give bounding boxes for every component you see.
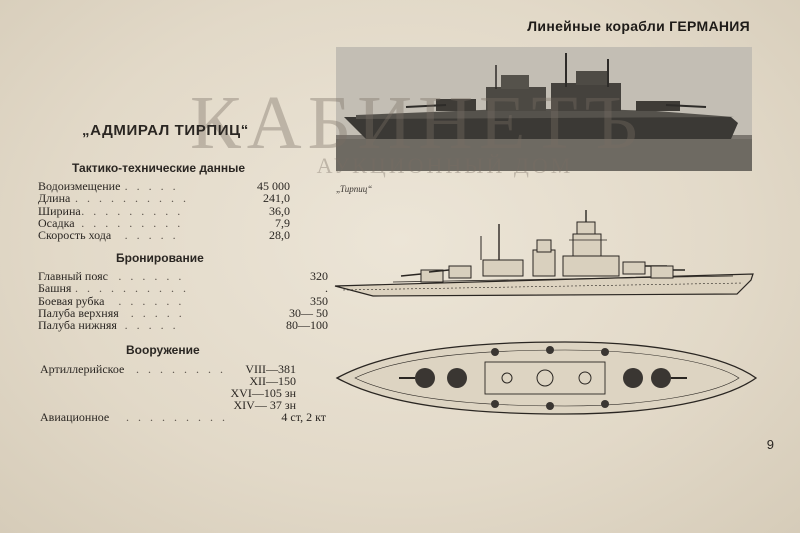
ship-photo xyxy=(336,47,752,171)
armor-label: Главный пояс xyxy=(38,269,108,283)
aviation-value: 4 ст, 2 кт xyxy=(281,410,326,424)
spec-value: 36,0 xyxy=(269,203,290,218)
spec-label: Длина xyxy=(38,191,71,206)
armor-value: . xyxy=(325,281,328,296)
armor-value: 30— 50 xyxy=(289,305,328,320)
ship-side-profile-drawing xyxy=(333,210,758,307)
armor-value: 320 xyxy=(310,269,328,283)
spec-label: Осадка xyxy=(38,215,75,230)
dot-leader: . . . . . xyxy=(124,318,179,333)
dot-leader: . . . . . xyxy=(124,179,179,193)
dot-leader: . . . . . xyxy=(130,305,185,320)
spec-label: Водоизмещение xyxy=(38,179,121,193)
armament-heading: Вооружение xyxy=(126,343,200,357)
specs-heading: Тактико-технические данные xyxy=(72,161,246,175)
spec-value: 7,9 xyxy=(275,215,290,230)
armor-label: Палуба нижняя xyxy=(38,318,117,333)
artillery-value: XII—150 xyxy=(249,374,296,388)
spec-value: 241,0 xyxy=(263,191,290,206)
armor-value: 350 xyxy=(310,293,328,308)
spec-value: 45 000 xyxy=(257,179,290,193)
dot-leader: . . . . . . . . . . xyxy=(75,281,189,296)
artillery-value: VIII—381 xyxy=(245,362,296,376)
armor-heading: Бронирование xyxy=(116,251,204,265)
page-number: 9 xyxy=(766,437,774,452)
artillery-value: XVI—105 зн xyxy=(230,386,297,400)
dot-leader: . . . . . . . . . xyxy=(81,215,184,230)
artillery-label: Артиллерийское xyxy=(40,362,125,376)
dot-leader: . . . . . . . . . xyxy=(81,203,184,218)
ship-title: „АДМИРАЛ ТИРПИЦ“ xyxy=(82,122,249,139)
photo-caption: „Тирпиц“ xyxy=(336,184,373,194)
spec-label: Ширина xyxy=(38,203,81,218)
dot-leader: . . . . . . . . . . xyxy=(75,191,189,206)
dot-leader: . . . . . . xyxy=(118,269,185,283)
spec-label: Скорость хода xyxy=(38,228,112,243)
artillery-value: XIV— 37 зн xyxy=(233,398,297,412)
armor-label: Палуба верхняя xyxy=(38,305,119,320)
armor-value: 80—100 xyxy=(286,318,328,333)
page-header: Линейные корабли ГЕРМАНИЯ xyxy=(527,18,750,34)
aviation-label: Авиационное xyxy=(40,410,110,424)
armor-label: Боевая рубка xyxy=(38,293,105,308)
armor-label: Башня xyxy=(38,281,72,296)
dot-leader: . . . . . . xyxy=(118,293,185,308)
ship-plan-view-drawing xyxy=(335,338,760,423)
spec-value: 28,0 xyxy=(269,228,290,243)
dot-leader: . . . . . xyxy=(124,228,179,243)
